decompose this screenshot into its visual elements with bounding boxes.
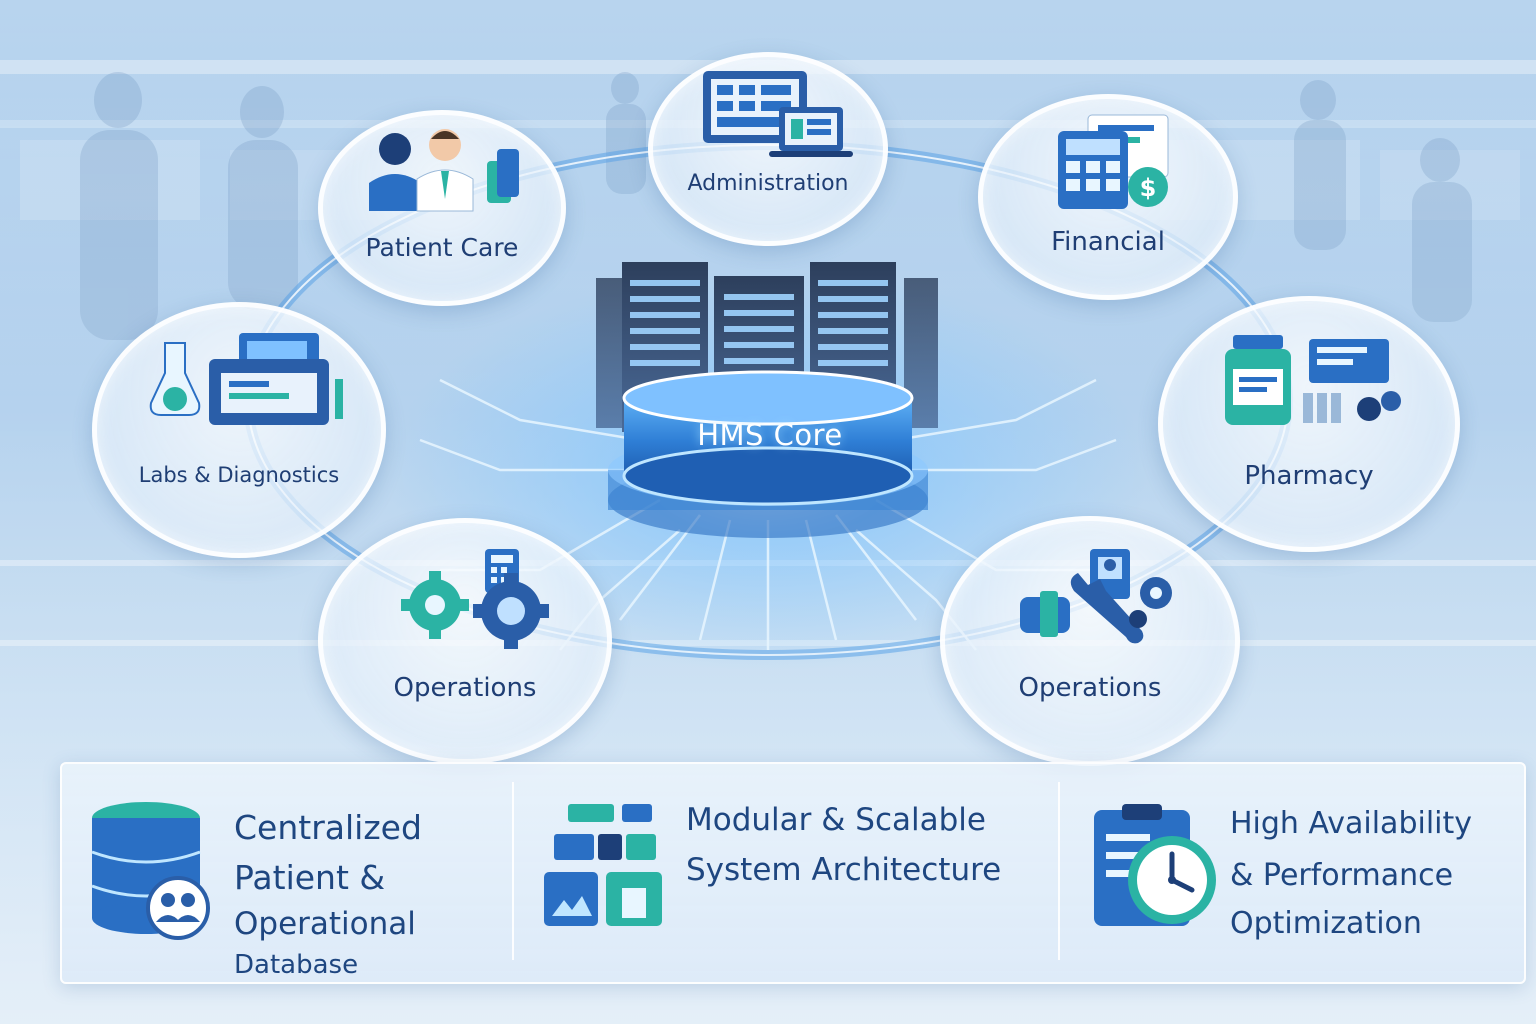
clipboard-clock-icon bbox=[1094, 804, 1216, 926]
feature-line: Optimization bbox=[1230, 906, 1422, 941]
feature-line: & Performance bbox=[1230, 858, 1454, 893]
module-label: Administration bbox=[687, 171, 849, 196]
feature-line: Centralized bbox=[234, 808, 422, 847]
feature-line: Database bbox=[234, 950, 359, 980]
medicine-bottles-icon bbox=[1225, 335, 1401, 425]
gears-icon bbox=[401, 549, 549, 649]
wrench-gear-icon bbox=[1020, 549, 1172, 644]
module-label: Financial bbox=[1051, 227, 1165, 257]
module-operations-left[interactable]: Operations bbox=[318, 518, 612, 764]
modular-blocks-icon bbox=[544, 804, 662, 926]
panel-divider bbox=[512, 782, 514, 960]
database-users-icon bbox=[91, 802, 210, 940]
module-financial[interactable]: $ Financial bbox=[978, 94, 1238, 300]
module-label: Pharmacy bbox=[1244, 461, 1374, 491]
module-administration[interactable]: Administration bbox=[648, 52, 888, 246]
hms-core-label: HMS Core bbox=[697, 418, 843, 452]
feature-line: Patient & bbox=[234, 858, 386, 897]
feature-line: Modular & Scalable bbox=[686, 802, 986, 838]
module-label: Operations bbox=[393, 673, 537, 703]
module-operations-right[interactable]: Operations bbox=[940, 516, 1240, 766]
lab-equipment-icon bbox=[149, 333, 343, 425]
feature-line: High Availability bbox=[1230, 806, 1473, 841]
module-label: Patient Care bbox=[365, 233, 519, 262]
panel-divider bbox=[1058, 782, 1060, 960]
module-label: Operations bbox=[1018, 673, 1162, 703]
features-panel bbox=[60, 762, 1526, 984]
computer-screens-icon bbox=[703, 71, 853, 157]
module-pharmacy[interactable]: Pharmacy bbox=[1158, 296, 1460, 552]
feature-line: Operational bbox=[234, 906, 416, 942]
svg-text:$: $ bbox=[1140, 174, 1157, 202]
module-label: Labs & Diagnostics bbox=[138, 463, 340, 487]
doctor-nurse-icon bbox=[369, 129, 519, 212]
module-labs-diagnostics[interactable]: Labs & Diagnostics bbox=[92, 302, 386, 558]
module-patient-care[interactable]: Patient Care bbox=[318, 110, 566, 306]
calculator-dollar-icon: $ bbox=[1058, 114, 1169, 209]
hms-core-cylinder bbox=[608, 370, 928, 538]
feature-line: System Architecture bbox=[686, 852, 1002, 888]
